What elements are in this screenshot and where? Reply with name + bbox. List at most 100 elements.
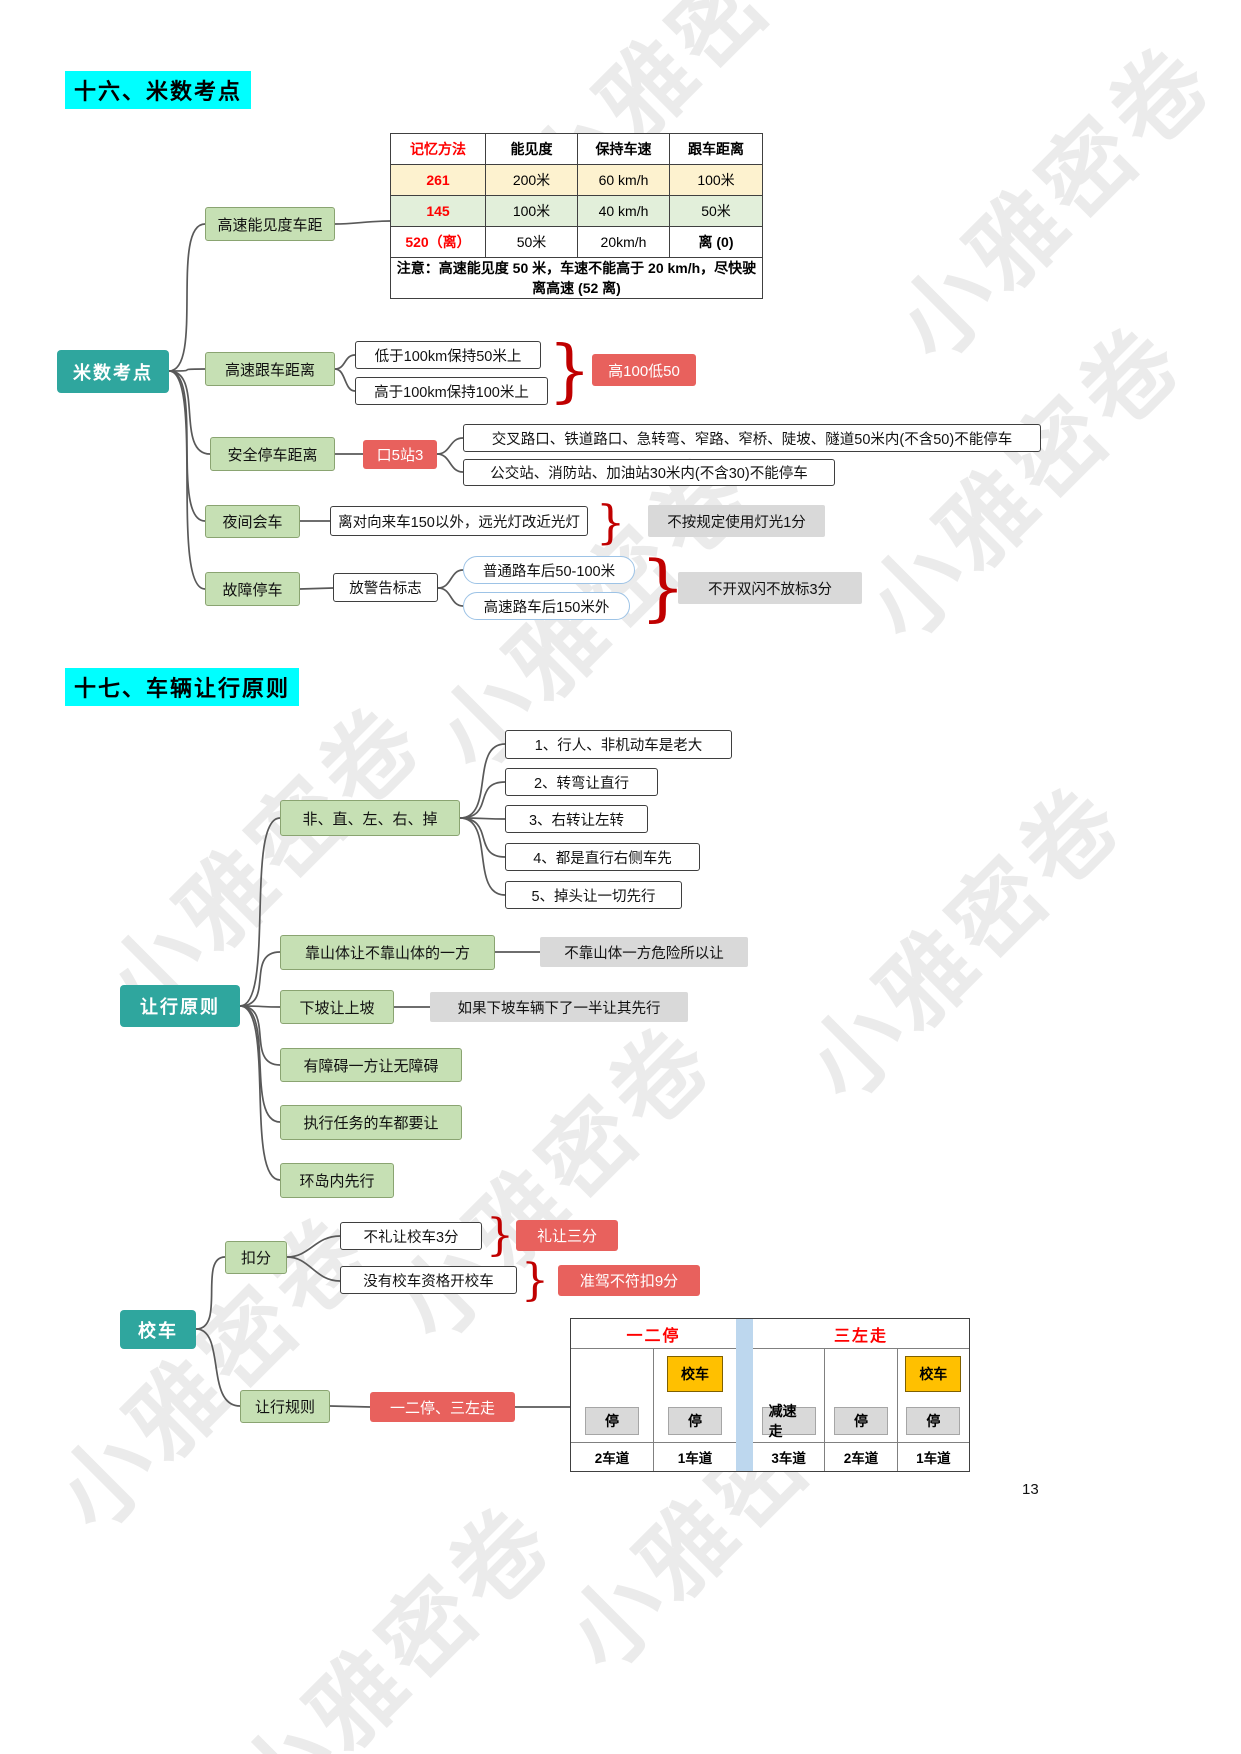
connector-line (334, 368, 356, 392)
connector-line (459, 817, 506, 896)
table-cell: 60 km/h (577, 164, 670, 196)
note-sign-normal-road: 普通路车后50-100米 (463, 556, 635, 584)
connector-line (459, 817, 506, 858)
table-cell: 520（离） (390, 226, 486, 258)
branch-breakdown-stop: 故障停车 (205, 572, 300, 606)
table-cell: 50米 (669, 195, 763, 227)
table-note-row: 注意：高速能见度 50 米，车速不能高于 20 km/h，尽快驶离高速 (52 … (390, 257, 763, 299)
connector-line (299, 587, 334, 590)
branch-mountain-side: 靠山体让不靠山体的一方 (280, 935, 495, 970)
table-cell: 100米 (669, 164, 763, 196)
table-note: 注意：高速能见度 50 米，车速不能高于 20 km/h，尽快驶离高速 (52 … (390, 257, 763, 299)
connector-line (436, 437, 464, 455)
rule-pedestrian-first: 1、行人、非机动车是老大 (505, 730, 732, 759)
branch-safe-stop-distance: 安全停车距离 (210, 437, 335, 471)
diagram-left-group: 一二停 停 2车道 校车 停 1车道 (571, 1319, 736, 1471)
penalty-yield-3points: 礼让三分 (516, 1220, 618, 1251)
branch-deduction: 扣分 (225, 1241, 287, 1274)
rule-bus-mnemonic: 一二停、三左走 (370, 1392, 515, 1422)
table-cell: 50米 (485, 226, 578, 258)
root-node-meters: 米数考点 (57, 350, 169, 393)
connector-line (459, 743, 506, 819)
branch-turn-priority: 非、直、左、右、掉 (280, 800, 460, 836)
connector-line (437, 587, 464, 607)
connector-line (286, 1235, 341, 1258)
diagram-left-title: 一二停 (571, 1319, 736, 1349)
stop-box: 停 (906, 1407, 961, 1435)
table-cell: 100米 (485, 195, 578, 227)
note-no-yield-bus: 不礼让校车3分 (340, 1222, 482, 1250)
branch-downhill-yields-uphill: 下坡让上坡 (280, 990, 394, 1024)
table-cell: 40 km/h (577, 195, 670, 227)
schoolbus-lane-diagram: 一二停 停 2车道 校车 停 1车道 三左走 (570, 1318, 970, 1472)
table-cell: 离 (0) (669, 226, 763, 258)
connector-line (239, 951, 281, 1007)
diagram-right-title: 三左走 (753, 1319, 969, 1349)
connector-line (168, 368, 206, 372)
connector-line (239, 1005, 281, 1123)
lane-column: 停 2车道 (824, 1349, 897, 1471)
lane-column: 校车 停 1车道 (653, 1349, 736, 1471)
table-header-row: 记忆方法 能见度 保持车速 跟车距离 (390, 133, 763, 165)
header-cell: 保持车速 (577, 133, 670, 165)
connector-line (436, 453, 464, 473)
stop-box: 停 (833, 1407, 888, 1435)
note-downhill-halfway: 如果下坡车辆下了一半让其先行 (430, 992, 688, 1022)
connector-line (168, 223, 206, 372)
note-no-stop-50m: 交叉路口、铁道路口、急转弯、窄路、窄桥、陡坡、隧道50米内(不含50)不能停车 (463, 424, 1041, 452)
lane-column: 校车 停 1车道 (896, 1349, 969, 1471)
road-divider (736, 1319, 753, 1471)
lane-label: 2车道 (571, 1442, 653, 1471)
branch-roundabout-first: 环岛内先行 (280, 1163, 394, 1198)
branch-follow-distance: 高速跟车距离 (205, 352, 335, 386)
penalty-license-9points: 准驾不符扣9分 (558, 1265, 700, 1296)
header-cell: 跟车距离 (669, 133, 763, 165)
connector-line (195, 1256, 226, 1330)
branch-yield-duty-vehicles: 执行任务的车都要让 (280, 1105, 462, 1140)
connector-line (459, 781, 506, 819)
header-cell: 记忆方法 (390, 133, 486, 165)
note-sign-highway: 高速路车后150米外 (463, 592, 630, 620)
table-cell: 261 (390, 164, 486, 196)
lane-column: 停 2车道 (571, 1349, 653, 1471)
brace-icon: } (486, 1210, 514, 1261)
visibility-table: 记忆方法 能见度 保持车速 跟车距离 261 200米 60 km/h 100米… (390, 133, 763, 299)
branch-visibility-distance: 高速能见度车距 (205, 207, 335, 241)
note-follow-low: 低于100km保持50米上 (355, 341, 541, 369)
connector-line (334, 354, 356, 370)
section16-title: 十六、米数考点 (65, 71, 252, 109)
note-mountain-reason: 不靠山体一方危险所以让 (540, 937, 748, 967)
rule-right-yields-left: 3、右转让左转 (505, 805, 648, 833)
lane-column: 减速走 3车道 (753, 1349, 825, 1471)
rule-right-side-first: 4、都是直行右侧车先 (505, 843, 700, 871)
note-night-lights: 离对向来车150以外，远光灯改近光灯 (330, 506, 588, 536)
rule-turn-yields-straight: 2、转弯让直行 (505, 768, 658, 796)
table-cell: 200米 (485, 164, 578, 196)
connector-line (168, 370, 206, 590)
stop-box: 停 (585, 1407, 639, 1435)
note-follow-high: 高于100km保持100米上 (355, 377, 548, 405)
connector-line (195, 1328, 241, 1407)
branch-night-meeting: 夜间会车 (205, 505, 300, 538)
connector-line (239, 817, 281, 1007)
page-number: 13 (1022, 1481, 1039, 1498)
brace-icon: } (521, 1255, 549, 1306)
lane-label: 1车道 (897, 1442, 969, 1471)
header-cell: 能见度 (485, 133, 578, 165)
section17-title: 十七、车辆让行原则 (65, 668, 300, 706)
connector-line (334, 220, 391, 225)
rule-stop-mnemonic: 口5站3 (363, 440, 437, 469)
note-no-bus-license: 没有校车资格开校车 (340, 1266, 517, 1294)
branch-obstacle-side-yields: 有障碍一方让无障碍 (280, 1048, 462, 1082)
slow-go-box: 减速走 (761, 1403, 816, 1439)
table-row: 145 100米 40 km/h 50米 (390, 195, 763, 227)
root-node-school-bus: 校车 (120, 1310, 196, 1349)
connector-line (437, 569, 464, 589)
table-cell: 20km/h (577, 226, 670, 258)
school-bus-box: 校车 (905, 1356, 962, 1392)
note-warning-sign: 放警告标志 (333, 573, 438, 602)
table-row: 520（离） 50米 20km/h 离 (0) (390, 226, 763, 258)
diagram-right-group: 三左走 减速走 3车道 停 2车道 校车 停 (753, 1319, 969, 1471)
